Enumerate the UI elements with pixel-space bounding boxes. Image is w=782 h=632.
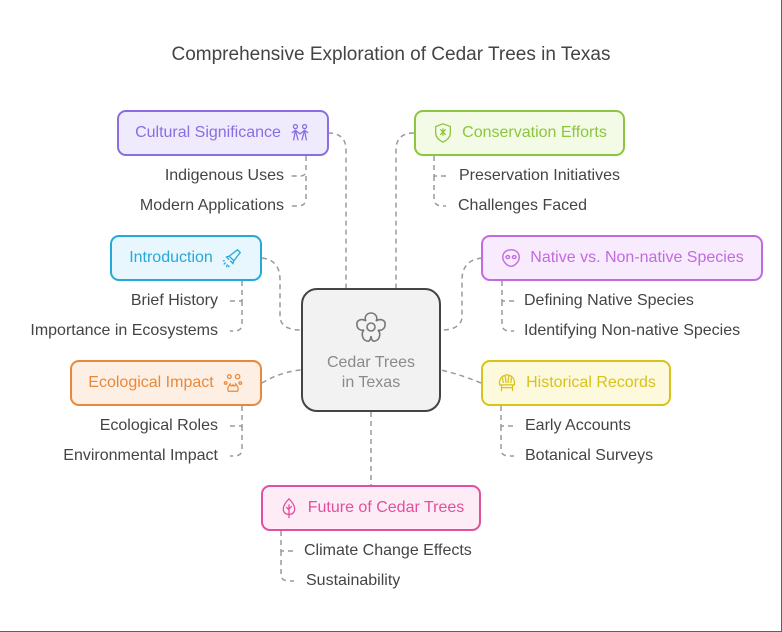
leaf-environmental-impact: Environmental Impact bbox=[63, 447, 218, 464]
branch-label: Introduction bbox=[129, 249, 213, 266]
branch-conservation-efforts[interactable]: Conservation Efforts bbox=[414, 110, 625, 156]
leaf-importance-in-ecosystems: Importance in Ecosystems bbox=[30, 322, 218, 339]
leaf-modern-applications: Modern Applications bbox=[139, 197, 284, 214]
leaf-ecological-roles: Ecological Roles bbox=[99, 417, 218, 434]
leaf-indigenous-uses: Indigenous Uses bbox=[164, 167, 284, 184]
branch-ecological-impact[interactable]: Ecological Impact bbox=[70, 360, 262, 406]
shield-icon bbox=[432, 122, 454, 144]
branch-historical-records[interactable]: Historical Records bbox=[481, 360, 671, 406]
branch-label: Conservation Efforts bbox=[462, 124, 607, 141]
alien-icon bbox=[500, 247, 522, 269]
branch-label: Cultural Significance bbox=[135, 124, 281, 141]
leaf-identifying-non-native-species: Identifying Non-native Species bbox=[524, 322, 741, 339]
branch-future-of-cedar-trees[interactable]: Future of Cedar Trees bbox=[261, 485, 481, 531]
branch-native-vs-non-native[interactable]: Native vs. Non-native Species bbox=[481, 235, 763, 281]
diagram-title: Comprehensive Exploration of Cedar Trees… bbox=[171, 44, 611, 65]
branch-label: Historical Records bbox=[526, 374, 656, 391]
branch-label: Future of Cedar Trees bbox=[307, 499, 465, 516]
branch-label: Native vs. Non-native Species bbox=[530, 249, 744, 266]
branch-introduction[interactable]: Introduction bbox=[110, 235, 262, 281]
leaf-icon bbox=[278, 497, 300, 519]
branch-label: Ecological Impact bbox=[88, 374, 214, 391]
leaf-defining-native-species: Defining Native Species bbox=[524, 292, 694, 309]
leaf-challenges-faced: Challenges Faced bbox=[458, 197, 587, 214]
center-label-line1: Cedar Trees bbox=[326, 354, 416, 371]
branch-cultural-significance[interactable]: Cultural Significance bbox=[117, 110, 329, 156]
flower-icon bbox=[351, 307, 391, 347]
leaf-early-accounts: Early Accounts bbox=[525, 417, 631, 434]
leaf-sustainability: Sustainability bbox=[306, 572, 401, 589]
headdress-icon bbox=[496, 372, 518, 394]
leaf-botanical-surveys: Botanical Surveys bbox=[525, 447, 654, 464]
fire-bubbles-icon bbox=[222, 372, 244, 394]
leaf-brief-history: Brief History bbox=[130, 292, 218, 309]
leaf-climate-change-effects: Climate Change Effects bbox=[304, 542, 472, 559]
leaf-preservation-initiatives: Preservation Initiatives bbox=[459, 167, 620, 184]
center-label-line2: in Texas bbox=[341, 374, 401, 391]
rocket-icon bbox=[221, 247, 243, 269]
people-holding-hands-icon bbox=[289, 122, 311, 144]
center-node[interactable]: Cedar Trees in Texas bbox=[301, 288, 441, 412]
